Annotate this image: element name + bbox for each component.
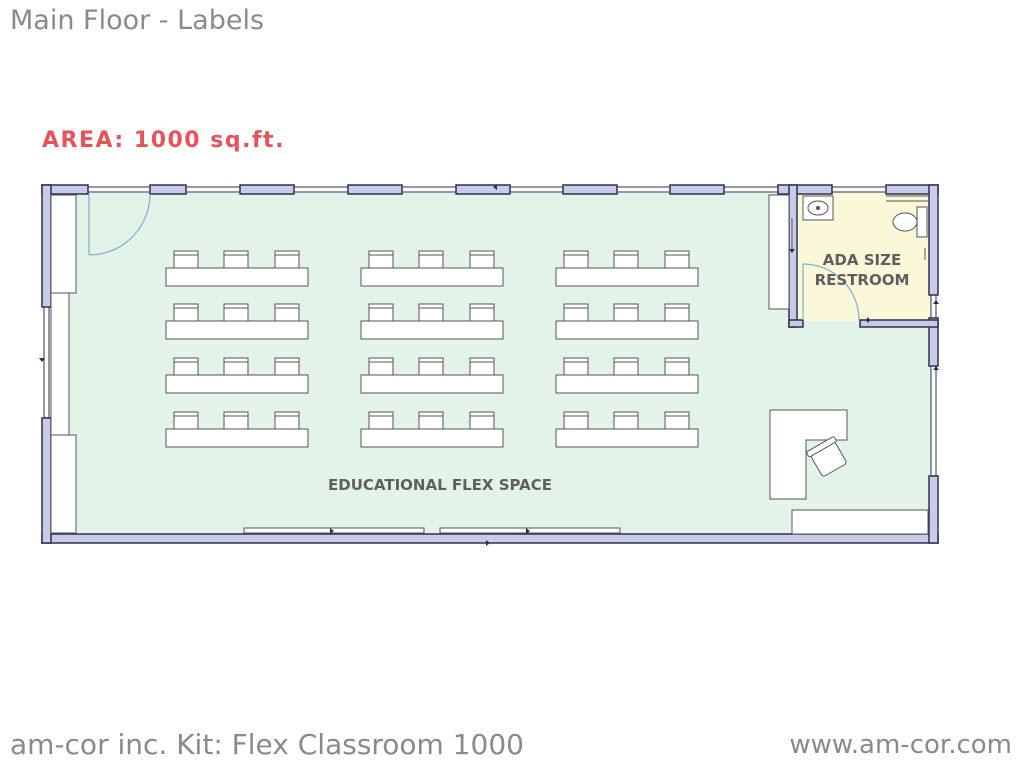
- student-chair: [173, 357, 199, 376]
- student-chair: [469, 303, 495, 322]
- student-chair: [469, 250, 495, 269]
- student-chair: [469, 357, 495, 376]
- restroom-label-line1: ADA SIZE: [823, 251, 901, 269]
- flex-space-label: EDUCATIONAL FLEX SPACE: [328, 476, 552, 494]
- outer-walls: [41, 184, 939, 544]
- footer-website: www.am-cor.com: [789, 730, 1012, 760]
- student-chair: [563, 411, 589, 430]
- student-table: [165, 320, 309, 340]
- area-label: AREA: 1000 sq.ft.: [42, 128, 285, 153]
- student-chair: [274, 357, 300, 376]
- restroom-label-line2: RESTROOM: [815, 271, 910, 289]
- storage-cabinet: [768, 194, 790, 310]
- student-chair: [469, 411, 495, 430]
- student-chair: [418, 411, 444, 430]
- student-table: [555, 267, 699, 287]
- student-chair: [173, 411, 199, 430]
- student-chair: [664, 303, 690, 322]
- left-cabinet-lower: [50, 434, 77, 534]
- left-counter: [50, 292, 70, 436]
- student-table: [165, 374, 309, 394]
- student-chair: [613, 250, 639, 269]
- student-chair: [274, 250, 300, 269]
- student-table: [360, 428, 504, 448]
- student-tables: [165, 250, 699, 448]
- student-chair: [664, 411, 690, 430]
- student-table: [360, 374, 504, 394]
- student-chair: [223, 411, 249, 430]
- student-table: [165, 267, 309, 287]
- student-table: [555, 428, 699, 448]
- restroom-door: [802, 263, 860, 321]
- student-chair: [613, 357, 639, 376]
- student-chair: [418, 250, 444, 269]
- student-chair: [173, 303, 199, 322]
- student-chair: [223, 250, 249, 269]
- office-chair: [806, 436, 847, 477]
- student-chair: [368, 411, 394, 430]
- student-chair: [418, 357, 444, 376]
- student-chair: [563, 303, 589, 322]
- entry-door: [88, 193, 151, 256]
- left-cabinet-upper: [50, 194, 77, 294]
- student-chair: [368, 357, 394, 376]
- student-chair: [613, 411, 639, 430]
- student-chair: [173, 250, 199, 269]
- student-table: [555, 374, 699, 394]
- student-table: [165, 428, 309, 448]
- student-chair: [368, 250, 394, 269]
- student-chair: [274, 303, 300, 322]
- student-chair: [664, 357, 690, 376]
- student-chair: [418, 303, 444, 322]
- teacher-desk: [769, 409, 848, 500]
- student-table: [360, 267, 504, 287]
- student-chair: [563, 357, 589, 376]
- student-table: [555, 320, 699, 340]
- student-chair: [223, 357, 249, 376]
- student-chair: [664, 250, 690, 269]
- footer-kit-name: am-cor inc. Kit: Flex Classroom 1000: [10, 728, 524, 761]
- student-chair: [274, 411, 300, 430]
- student-table: [360, 320, 504, 340]
- student-chair: [613, 303, 639, 322]
- student-chair: [223, 303, 249, 322]
- student-chair: [368, 303, 394, 322]
- page-title: Main Floor - Labels: [10, 5, 265, 36]
- bottom-sliding-panels: [243, 527, 621, 534]
- windows: [43, 186, 937, 476]
- student-chair: [563, 250, 589, 269]
- restroom-fixtures: [802, 195, 928, 260]
- direction-arrows: [39, 184, 939, 546]
- bottom-right-counter: [791, 509, 929, 535]
